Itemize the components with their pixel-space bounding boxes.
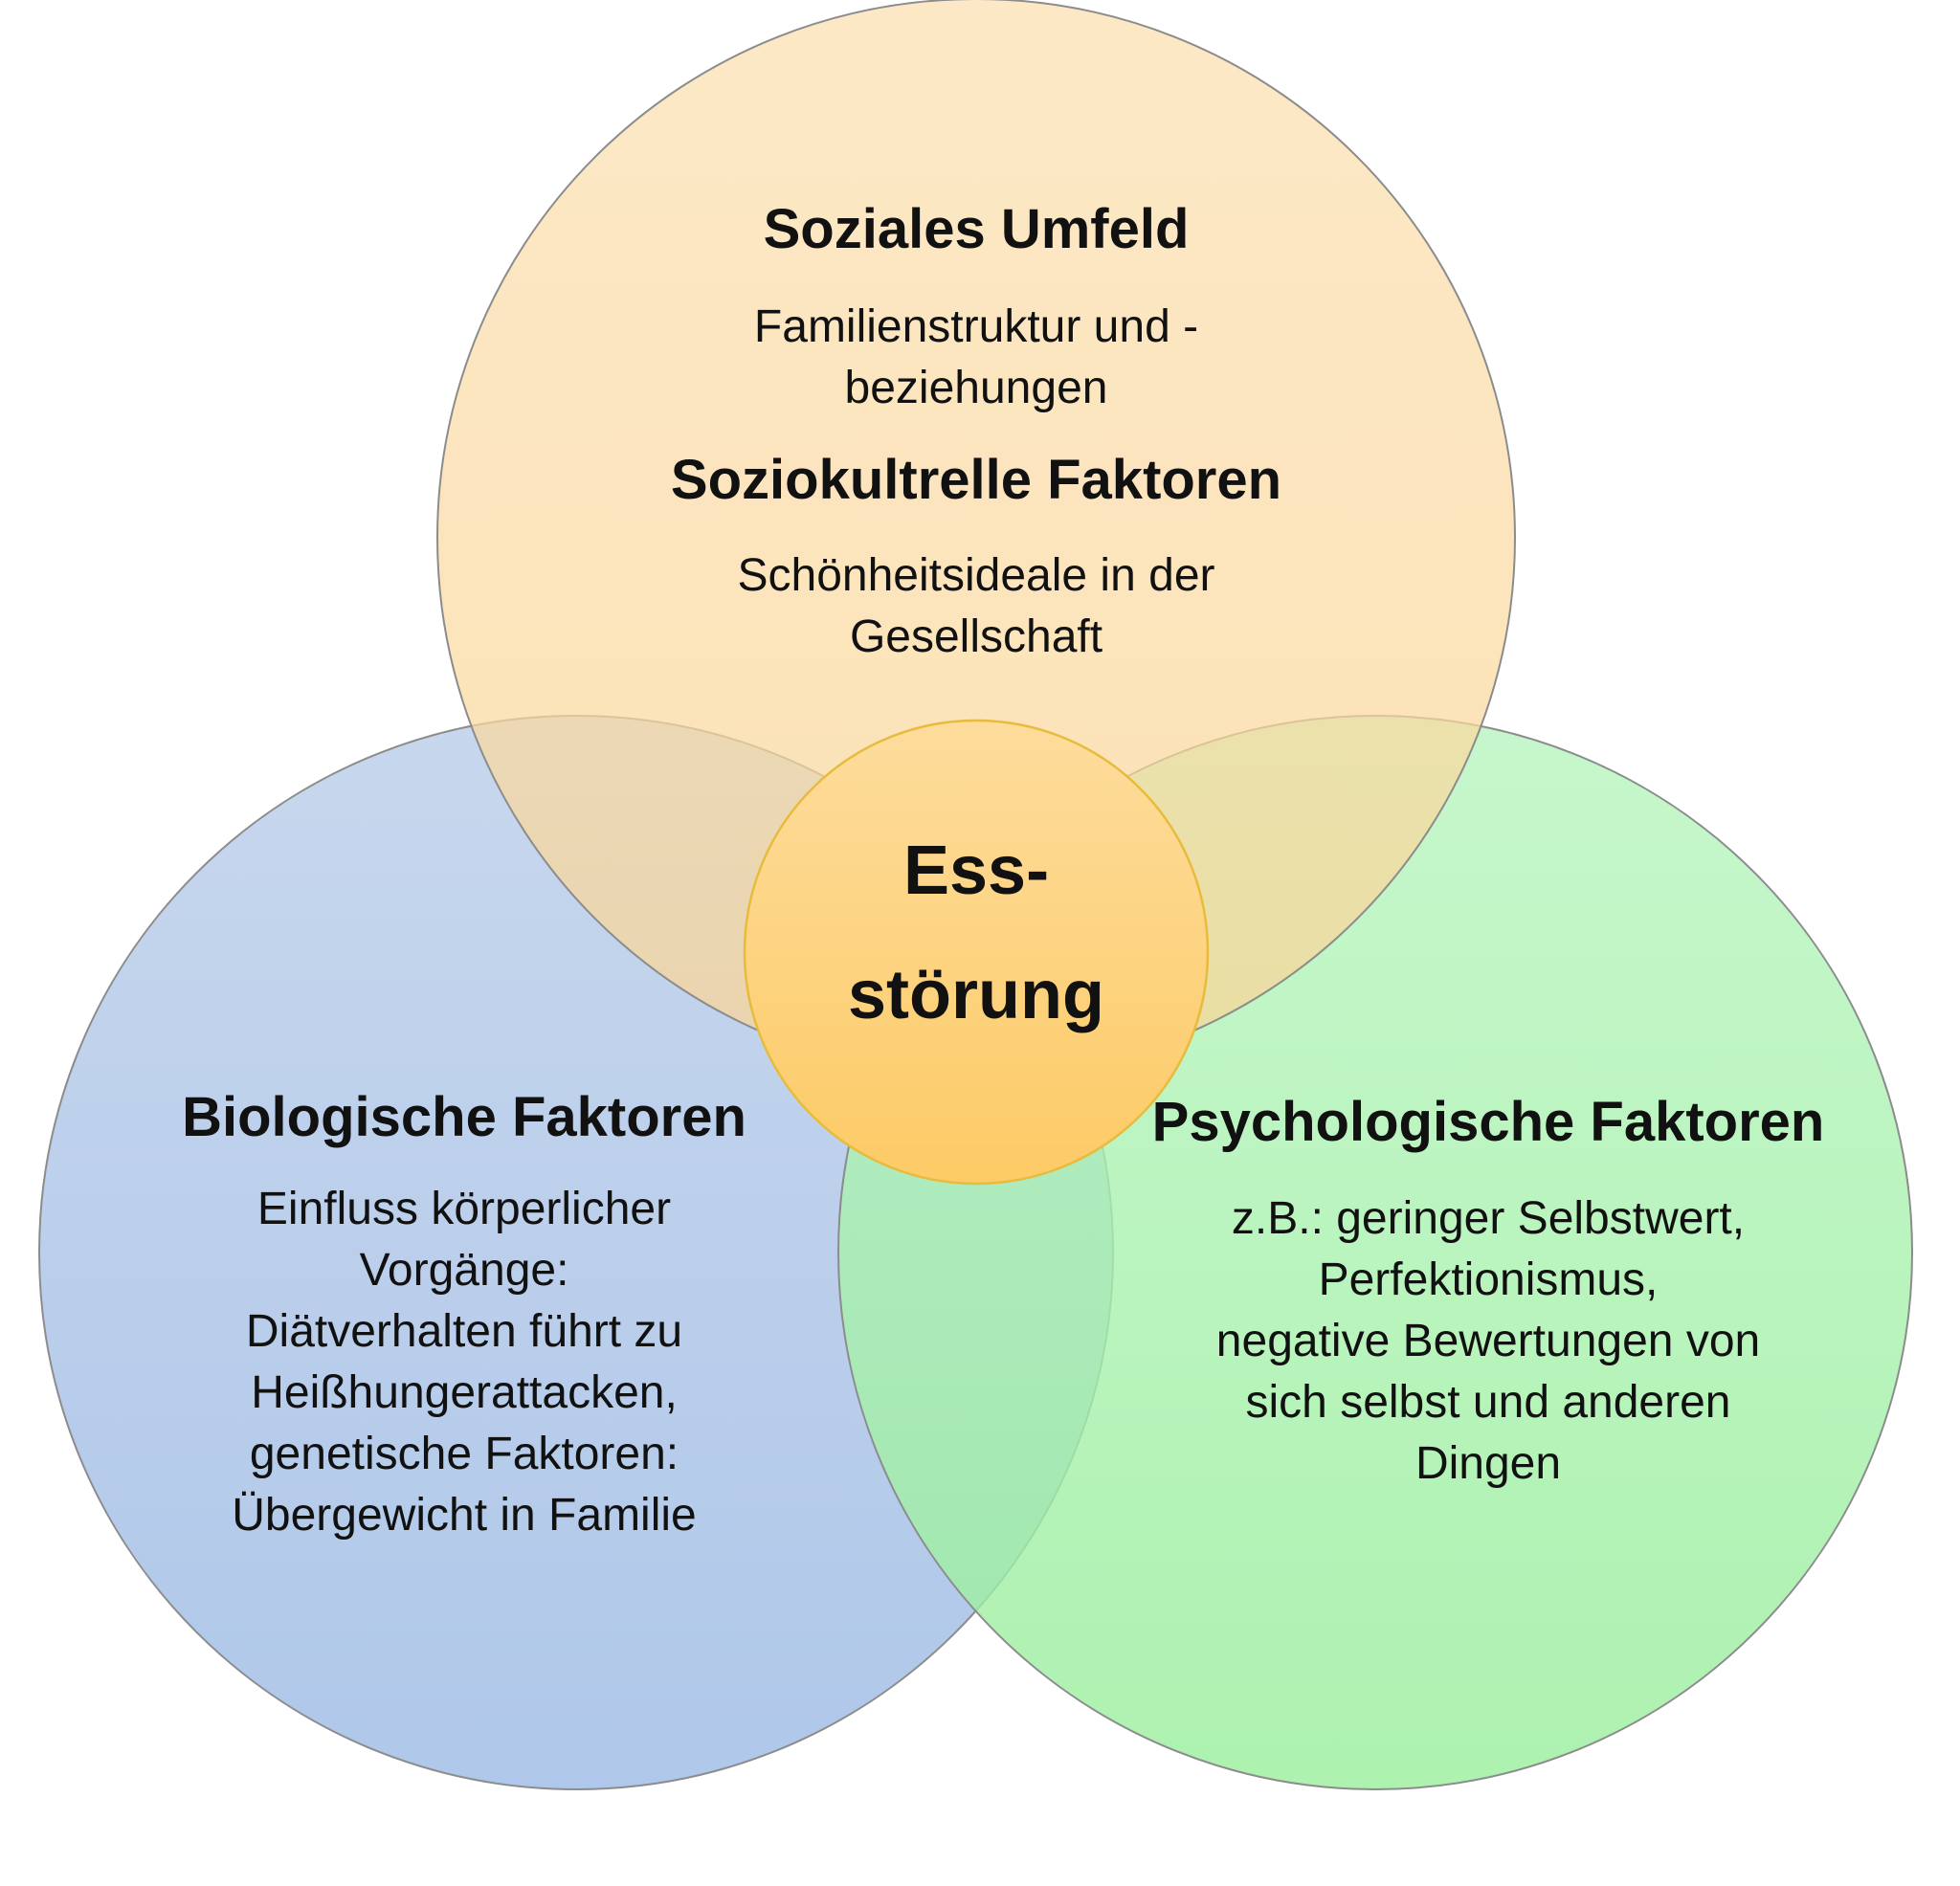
soziokulturelle-faktoren-text: Schönheitsideale in der Gesellschaft xyxy=(737,550,1215,662)
biologische-faktoren-text: Einfluss körperlicher Vorgänge: Diätverh… xyxy=(232,1184,697,1541)
essstoerung-center-circle xyxy=(743,719,1210,1186)
soziales-umfeld-title: Soziales Umfeld xyxy=(763,198,1190,260)
soziokulturelle-faktoren-title: Soziokultrelle Faktoren xyxy=(670,449,1282,511)
psychologische-faktoren-text: z.B.: geringer Selbstwert, Perfektionism… xyxy=(1215,1193,1761,1489)
essstoerung-label: Ess- störung xyxy=(848,832,1104,1033)
psychologische-faktoren-title: Psychologische Faktoren xyxy=(1151,1091,1825,1153)
biologische-faktoren-title: Biologische Faktoren xyxy=(182,1086,746,1148)
soziales-umfeld-text: Familienstruktur und - beziehungen xyxy=(753,301,1199,413)
